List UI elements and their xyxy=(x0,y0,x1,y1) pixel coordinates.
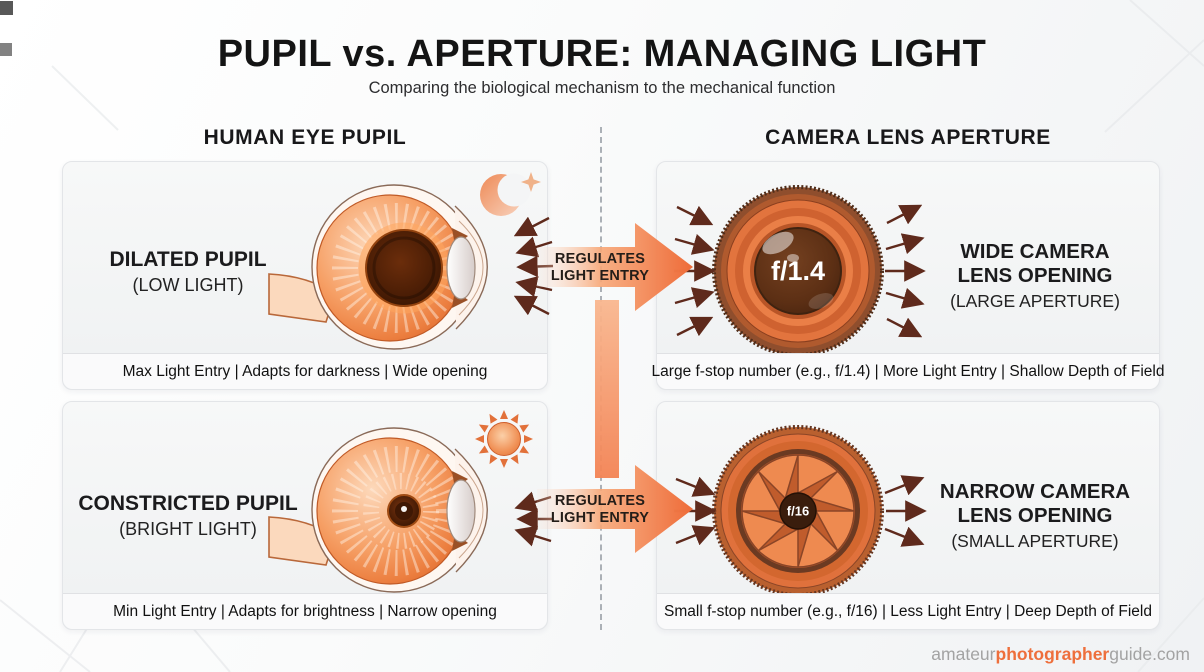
wide-aperture-label: WIDE CAMERA LENS OPENING (LARGE APERTURE… xyxy=(915,240,1155,312)
constricted-pupil-label: CONSTRICTED PUPIL (BRIGHT LIGHT) xyxy=(73,492,303,540)
connector-bar xyxy=(595,300,619,478)
pupil-inner-ring xyxy=(372,236,436,300)
regulates-label-bottom: REGULATES LIGHT ENTRY xyxy=(540,493,660,527)
camera-lens-icon: f/1.4 xyxy=(674,185,926,357)
brand-accent: photographer xyxy=(995,644,1110,664)
dilated-pupil-label: DILATED PUPIL (LOW LIGHT) xyxy=(73,248,303,296)
lens-highlight xyxy=(762,231,794,255)
regulates-label-line1: REGULATES xyxy=(554,251,646,267)
wide-aperture-heading-line1: WIDE CAMERA xyxy=(960,240,1110,263)
column-header-camera-lens: CAMERA LENS APERTURE xyxy=(765,126,1051,149)
cornea-inner-line xyxy=(458,220,484,316)
aperture-light-arrows-out xyxy=(884,475,927,547)
sparkle-icon xyxy=(521,172,541,192)
lens-light-arrows-in xyxy=(674,205,716,337)
dilated-pupil-subheading: (LOW LIGHT) xyxy=(132,275,244,295)
column-header-human-eye: HUMAN EYE PUPIL xyxy=(203,126,407,149)
aperture-blades xyxy=(741,454,855,568)
edge-mark-lower xyxy=(0,43,12,56)
sun-icon xyxy=(475,410,533,468)
narrow-aperture-subheading: (SMALL APERTURE) xyxy=(951,531,1119,551)
narrow-aperture-caption: Small f-stop number (e.g., f/16) | Less … xyxy=(657,593,1159,629)
page-subtitle: Comparing the biological mechanism to th… xyxy=(368,79,836,97)
moon-icon xyxy=(480,172,541,216)
lens-highlight-faint xyxy=(808,293,834,309)
regulates-label-line2: LIGHT ENTRY xyxy=(550,510,650,526)
eye-lens xyxy=(446,479,476,543)
regulates-label-line2: LIGHT ENTRY xyxy=(550,268,650,284)
regulates-arrow-bottom xyxy=(537,465,693,553)
regulates-arrow-top xyxy=(537,223,693,311)
page-title: PUPIL vs. APERTURE: MANAGING LIGHT xyxy=(217,33,987,75)
edge-mark-top xyxy=(0,1,13,15)
panel-narrow-aperture: f/16 NARROW CAMERA LENS OPENING (SMALL A… xyxy=(656,401,1160,630)
constricted-eye-diagram xyxy=(268,410,553,593)
narrow-aperture-heading-line1: NARROW CAMERA xyxy=(939,480,1131,503)
lens-highlight-small xyxy=(787,254,799,262)
brand-prefix: amateur xyxy=(931,644,996,664)
pupil-dilated xyxy=(365,229,443,307)
regulates-label-line1: REGULATES xyxy=(554,493,646,509)
aperture-center xyxy=(779,492,817,530)
pupil-glow xyxy=(358,222,450,314)
dilated-pupil-caption: Max Light Entry | Adapts for darkness | … xyxy=(63,353,547,389)
wide-aperture-subheading: (LARGE APERTURE) xyxy=(950,291,1120,311)
fstop-label-wide: f/1.4 xyxy=(771,256,825,286)
constricted-pupil-caption: Min Light Entry | Adapts for brightness … xyxy=(63,593,547,629)
panel-wide-aperture: f/1.4 WIDE CAMERA LENS OPENING (LARGE AP… xyxy=(652,161,1164,390)
wide-aperture-heading-line2: LENS OPENING xyxy=(957,263,1113,287)
narrow-aperture-heading-line2: LENS OPENING xyxy=(957,503,1113,527)
cornea-inner-line xyxy=(458,463,484,559)
constricted-pupil-heading: CONSTRICTED PUPIL xyxy=(78,492,298,515)
iris-streaks-inner xyxy=(363,473,439,549)
wide-aperture-caption: Large f-stop number (e.g., f/1.4) | More… xyxy=(652,353,1164,389)
regulates-label-top: REGULATES LIGHT ENTRY xyxy=(540,251,660,285)
dilated-eye-diagram xyxy=(268,172,554,350)
fstop-label-narrow: f/16 xyxy=(787,504,809,519)
aperture-blades-icon: f/16 xyxy=(674,425,927,597)
panel-dilated-pupil: DILATED PUPIL (LOW LIGHT) xyxy=(62,161,554,390)
dilated-pupil-heading: DILATED PUPIL xyxy=(109,248,267,271)
eye-lens xyxy=(446,236,476,300)
narrow-aperture-label: NARROW CAMERA LENS OPENING (SMALL APERTU… xyxy=(915,480,1155,552)
pupil-light-dot xyxy=(401,506,407,512)
panel-constricted-pupil: CONSTRICTED PUPIL (BRIGHT LIGHT) xyxy=(62,401,553,630)
lens-light-arrows-out xyxy=(885,204,926,338)
brand-suffix: guide.com xyxy=(1109,644,1190,664)
footer-brand: amateurphotographerguide.com xyxy=(931,644,1190,665)
constricted-pupil-subheading: (BRIGHT LIGHT) xyxy=(119,519,257,539)
